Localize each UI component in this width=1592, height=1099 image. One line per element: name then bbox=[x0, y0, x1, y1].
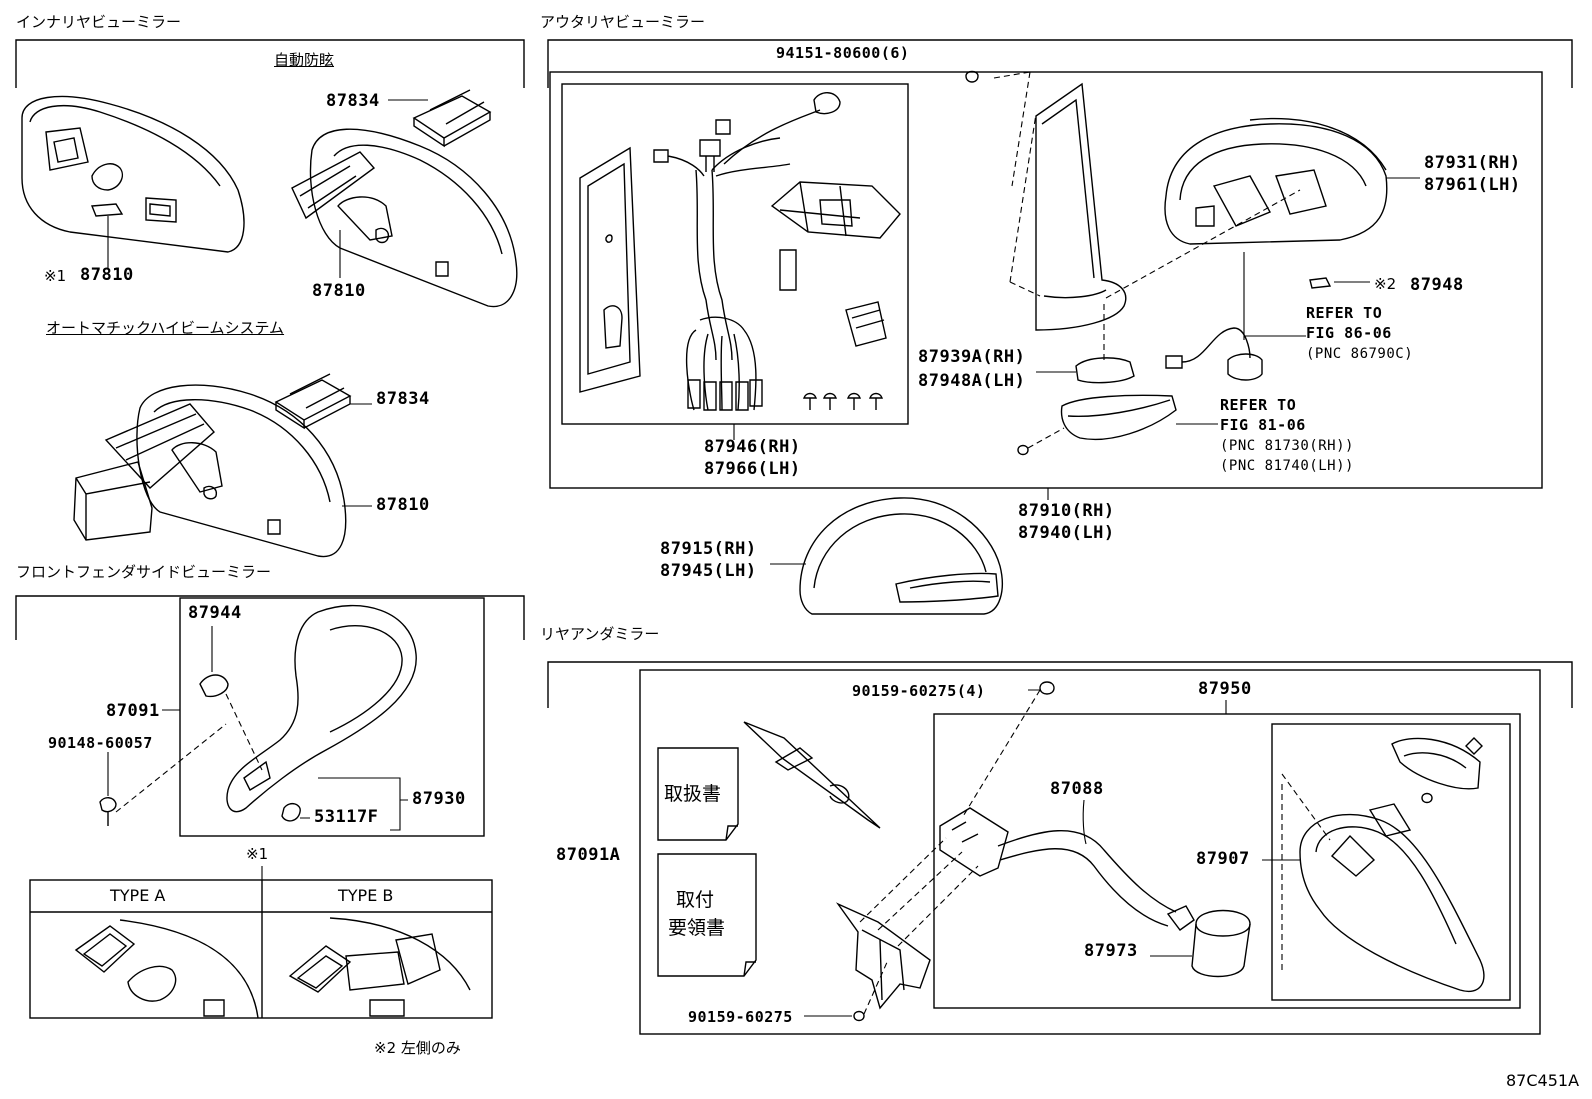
mark-2: ※2 bbox=[1374, 275, 1397, 293]
inner-mirror-drawing-2 bbox=[291, 128, 518, 308]
outer-section-bracket bbox=[547, 39, 1573, 88]
label-94151-80600[interactable]: 94151-80600(6) bbox=[776, 44, 910, 62]
label-90159-60275-4[interactable]: 90159-60275(4) bbox=[852, 682, 986, 700]
mirror-head-subframe bbox=[1271, 723, 1511, 1001]
sensor-87834-b bbox=[274, 373, 372, 430]
inner-mirror-drawing-3 bbox=[73, 384, 372, 558]
mirror-head-drawing bbox=[1262, 737, 1485, 993]
harness-drawing bbox=[579, 92, 901, 411]
refer-to-1-line3[interactable]: (PNC 86790C) bbox=[1306, 346, 1414, 362]
mirror-glass-drawing bbox=[924, 70, 1127, 331]
label-87961-lh[interactable]: 87961(LH) bbox=[1424, 175, 1521, 195]
label-87834-a[interactable]: 87834 bbox=[326, 91, 380, 111]
auto-dimming-title: 自動防眩 bbox=[274, 51, 335, 69]
refer-to-1-line1[interactable]: REFER TO bbox=[1306, 304, 1383, 322]
label-87907[interactable]: 87907 bbox=[1196, 849, 1250, 869]
mark-1-b: ※1 bbox=[246, 845, 269, 863]
mirror-cover-piece bbox=[1036, 357, 1135, 384]
label-87915-rh[interactable]: 87915(RH) bbox=[660, 539, 757, 559]
left-side-only-note: ※2 左側のみ bbox=[374, 1039, 461, 1057]
label-87948[interactable]: 87948 bbox=[1410, 275, 1464, 295]
label-87946-rh[interactable]: 87946(RH) bbox=[704, 437, 801, 457]
manual-2 bbox=[657, 853, 757, 977]
auto-high-beam-title: オートマチックハイビームシステム bbox=[46, 319, 285, 337]
outer-mirror-section-title: アウタリヤビューミラー bbox=[540, 13, 706, 31]
mirror-body-drawing bbox=[1103, 117, 1420, 360]
label-87973[interactable]: 87973 bbox=[1084, 941, 1138, 961]
fender-mirror-drawing bbox=[99, 597, 485, 837]
connector-wire-drawing bbox=[1165, 252, 1306, 381]
figure-code: 87C451A bbox=[1506, 1071, 1580, 1090]
label-90159-60275[interactable]: 90159-60275 bbox=[688, 1008, 793, 1026]
manual-1-text: 取扱書 bbox=[664, 783, 722, 805]
dome-part-87973 bbox=[1150, 909, 1251, 978]
label-87930[interactable]: 87930 bbox=[412, 789, 466, 809]
label-53117F[interactable]: 53117F bbox=[314, 807, 379, 827]
manual-2-text-line2: 要領書 bbox=[668, 917, 726, 939]
inner-section-bracket bbox=[15, 39, 525, 88]
refer-to-2-line4[interactable]: (PNC 81740(LH)) bbox=[1220, 458, 1354, 474]
refer-to-2-line1[interactable]: REFER TO bbox=[1220, 396, 1297, 414]
refer-to-1-line2[interactable]: FIG 86-06 bbox=[1306, 324, 1392, 342]
fender-mirror-section-title: フロントフェンダサイドビューミラー bbox=[16, 563, 272, 581]
under-section-bracket bbox=[547, 661, 1573, 708]
inner-mirror-drawing-1 bbox=[21, 95, 245, 268]
turn-signal-drawing bbox=[1017, 394, 1218, 456]
inner-mirror-section-title: インナリヤビューミラー bbox=[16, 13, 182, 31]
label-87966-lh[interactable]: 87966(LH) bbox=[704, 459, 801, 479]
refer-to-2-line2[interactable]: FIG 81-06 bbox=[1220, 416, 1306, 434]
decal-sheet bbox=[743, 721, 881, 829]
under-mirror-section-title: リヤアンダミラー bbox=[540, 625, 660, 643]
label-87810-a[interactable]: 87810 bbox=[80, 265, 134, 285]
label-87834-b[interactable]: 87834 bbox=[376, 389, 430, 409]
label-87810-b[interactable]: 87810 bbox=[312, 281, 366, 301]
label-87939A-rh[interactable]: 87939A(RH) bbox=[918, 347, 1026, 367]
label-87945-lh[interactable]: 87945(LH) bbox=[660, 561, 757, 581]
label-87810-c[interactable]: 87810 bbox=[376, 495, 430, 515]
manual-2-text-line1: 取付 bbox=[676, 889, 715, 911]
label-90148-60057[interactable]: 90148-60057 bbox=[48, 734, 153, 752]
type-a-header: TYPE A bbox=[110, 886, 166, 905]
manual-1 bbox=[657, 747, 739, 841]
fender-section-bracket bbox=[15, 595, 525, 640]
label-87931-rh[interactable]: 87931(RH) bbox=[1424, 153, 1521, 173]
mounting-bracket-drawing bbox=[804, 681, 1195, 1022]
label-87948A-lh[interactable]: 87948A(LH) bbox=[918, 371, 1026, 391]
outer-mirror-frame bbox=[549, 71, 1543, 489]
type-b-header: TYPE B bbox=[338, 886, 394, 905]
label-87091[interactable]: 87091 bbox=[106, 701, 160, 721]
mark-1-a: ※1 bbox=[44, 267, 67, 285]
under-subframe bbox=[933, 713, 1521, 1009]
refer-to-2-line3[interactable]: (PNC 81730(RH)) bbox=[1220, 438, 1354, 454]
under-mirror-frame bbox=[639, 669, 1541, 1035]
label-87950[interactable]: 87950 bbox=[1198, 679, 1252, 699]
label-87091A[interactable]: 87091A bbox=[556, 845, 621, 865]
outer-cover-drawing bbox=[770, 497, 1003, 615]
label-87944[interactable]: 87944 bbox=[188, 603, 242, 623]
label-87088[interactable]: 87088 bbox=[1050, 779, 1104, 799]
label-87910-rh[interactable]: 87910(RH) bbox=[1018, 501, 1115, 521]
harness-subframe bbox=[561, 83, 909, 425]
type-detail-box bbox=[29, 866, 493, 1019]
sensor-87834-a bbox=[388, 89, 492, 148]
label-87940-lh[interactable]: 87940(LH) bbox=[1018, 523, 1115, 543]
